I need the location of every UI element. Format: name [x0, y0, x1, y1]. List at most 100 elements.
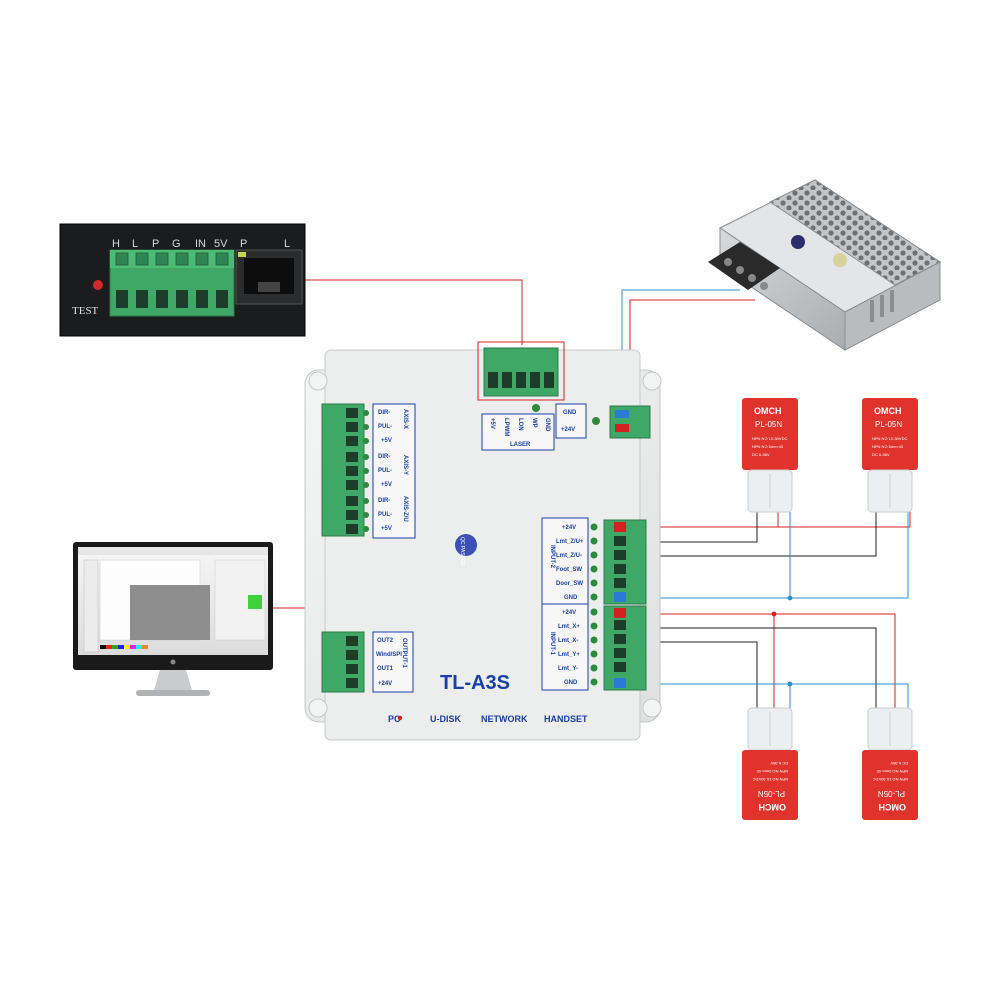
input-terminals: INPUT-2 INPUT-1 +24V Lmt_Z/U+ Lmt_Z/U- F… [541, 517, 647, 691]
sensor-2-brand: OMCH [874, 406, 902, 416]
junction-in2 [787, 595, 793, 601]
sensor-top-right: OMCH PL-05N NPN NO 10-30VDC NPN NO 5mm 4… [862, 398, 918, 513]
in1-pin-lmt-x-minus: Lmt_X- [558, 638, 578, 644]
in1-pin-gnd: GND [564, 680, 578, 686]
sensor-4-spec-3: DC 6-36V [890, 761, 908, 766]
in2-pin-door-sw: Door_SW [556, 581, 583, 587]
sensor-1-model: PL-05N [755, 420, 782, 429]
psu-label-h: H [112, 238, 120, 250]
sensor-2-model: PL-05N [875, 420, 902, 429]
in2-pin-lmt-zu-plus: Lmt_Z/U+ [556, 539, 584, 545]
in1-pin-24v: +24V [562, 610, 576, 616]
axis-x-pin-5v: +5V [381, 438, 392, 444]
controller-board: +5V LPWM LON WP GND LASER GND +24V [304, 341, 662, 741]
axis-x-pin-dir: DIR- [378, 410, 390, 416]
pc-port-junction [397, 715, 403, 721]
in2-pin-24v: +24V [562, 525, 576, 531]
axis-x-label: AXIS-X [402, 409, 408, 429]
psu-label-p: P [152, 238, 159, 250]
laser-pin-gnd: GND [544, 418, 550, 432]
axis-x-pin-pul: PUL- [378, 424, 392, 430]
psu-capacitor [791, 235, 805, 249]
psu-test-button [93, 280, 103, 290]
psu-label-in: IN [195, 238, 206, 250]
power-terminal-block: GND +24V [555, 403, 651, 439]
laser-power-supply: H L P G IN 5V P L [59, 223, 306, 337]
axis-zu-pin-5v: +5V [381, 526, 392, 532]
sensor-bottom-left: OMCH PL-05N NPN NO 10-30VDC NPN NO 5mm 4… [742, 707, 798, 820]
psu-label-l: L [132, 238, 138, 250]
sensor-3-spec-1: NPN NO 10-30VDC [753, 777, 788, 782]
sensor-1-brand: OMCH [754, 406, 782, 416]
axis-y-pin-5v: +5V [381, 482, 392, 488]
psu-rj45-port [235, 249, 303, 305]
axis-zu-pin-dir: DIR- [378, 498, 390, 504]
axis-y-label: AXIS-Y [402, 455, 408, 475]
sensor-2-spec-3: DC 6-36V [872, 452, 890, 457]
wire-in1-blue [630, 683, 909, 710]
in1-pin-lmt-y-plus: Lmt_Y+ [558, 652, 580, 658]
psu-label-5v: 5V [214, 238, 228, 250]
junction-in1-blue [787, 681, 793, 687]
out1-pin-out2: OUT2 [377, 638, 394, 644]
in2-pin-foot-sw: Foot_SW [556, 567, 582, 573]
port-pc: PC [388, 714, 401, 724]
axis-zu-pin-pul: PUL- [378, 512, 392, 518]
qc-sticker-text: QC PASSED [459, 537, 465, 566]
port-u-disk: U-DISK [430, 714, 461, 724]
psu-label-p2: P [240, 238, 247, 250]
in1-pin-lmt-y-minus: Lmt_Y- [558, 666, 578, 672]
out1-pin-out1: OUT1 [377, 666, 394, 672]
sensor-4-spec-2: NPN NO 5mm 40 [876, 769, 908, 774]
input1-label: INPUT-1 [549, 632, 555, 656]
sensor-bottom-right: OMCH PL-05N NPN NO 10-30VDC NPN NO 5mm 4… [862, 707, 918, 820]
mounting-tabs [308, 371, 662, 718]
psu-label-l2: L [284, 238, 290, 250]
wire-in1-black-b [630, 641, 758, 710]
sensor-4-brand: OMCH [879, 802, 907, 812]
sensor-2-spec-1: NPN NO 10-30VDC [872, 436, 907, 441]
port-handset: HANDSET [544, 714, 588, 724]
sensor-1-spec-1: NPN NO 10-30VDC [752, 436, 787, 441]
sensor-1-spec-2: NPN NO 5mm 40 [752, 444, 784, 449]
wires [272, 279, 911, 718]
sensor-4-model: PL-05N [878, 789, 905, 798]
wire-in2-blue [630, 512, 909, 599]
sensor-3-spec-3: DC 6-36V [770, 761, 788, 766]
wire-in1-black-a [630, 627, 877, 710]
laser-pin-5v: +5V [489, 418, 495, 429]
sensor-3-model: PL-05N [758, 789, 785, 798]
axis-y-pin-dir: DIR- [378, 454, 390, 460]
out1-pin-24v: +24V [378, 681, 392, 687]
junction-in1-red [771, 611, 777, 617]
pc-monitor [73, 542, 273, 696]
psu-test-label: TEST [72, 305, 99, 317]
laser-block-label: LASER [510, 442, 531, 448]
out1-pin-wind: Wind/SPI [376, 652, 402, 658]
laser-pin-lpwm: LPWM [503, 418, 509, 436]
sensor-3-brand: OMCH [759, 802, 787, 812]
psu-capacitor-2 [833, 253, 847, 267]
bottom-ports: PC U-DISK NETWORK HANDSET [388, 714, 588, 724]
sensor-4-spec-1: NPN NO 10-30VDC [873, 777, 908, 782]
wire-laser-signal [305, 279, 523, 345]
sensor-3-spec-2: NPN NO 5mm 40 [756, 769, 788, 774]
in2-pin-gnd: GND [564, 595, 578, 601]
psu-terminal-labels: H L P G IN 5V P L [112, 238, 290, 250]
wire-in2-black-b [630, 512, 877, 557]
sensor-2-spec-2: NPN NO 5mm 40 [872, 444, 904, 449]
laser-pin-lon: LON [517, 418, 523, 431]
power-label-24v: +24V [561, 427, 575, 433]
axis-zu-label: AXIS-Z/U [402, 496, 408, 522]
output1-label: OUTPUT-1 [401, 638, 407, 668]
output1-terminals: OUT2 Wind/SPI OUT1 +24V OUTPUT-1 [321, 631, 414, 693]
input2-label: INPUT-2 [549, 545, 555, 569]
axis-y-pin-pul: PUL- [378, 468, 392, 474]
power-label-gnd: GND [563, 410, 577, 416]
controller-model: TL-A3S [440, 672, 510, 694]
wire-in2-black-a [630, 512, 758, 543]
in2-pin-lmt-zu-minus: Lmt_Z/U- [556, 553, 582, 559]
axis-terminals: DIR- PUL- +5V DIR- PUL- +5V DIR- PUL- +5… [321, 403, 416, 539]
